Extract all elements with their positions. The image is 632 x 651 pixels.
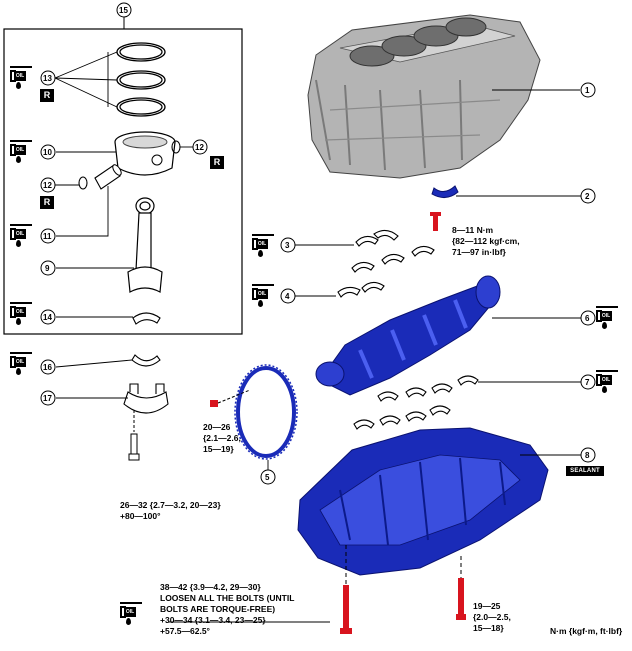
callout-4: 4 xyxy=(285,292,290,301)
oil-can-icon: OIL xyxy=(10,350,34,376)
oil-can-icon: OIL xyxy=(252,282,276,308)
torque-note-bolt-17: 26—32 {2.7—3.2, 20—23}+80—100° xyxy=(120,500,221,521)
callout-circles xyxy=(40,2,596,485)
ring-bolt xyxy=(210,389,251,407)
reluctor-ring xyxy=(234,364,298,460)
callout-11: 11 xyxy=(43,232,52,241)
snap-ring-left xyxy=(78,176,88,190)
callout-7: 7 xyxy=(585,378,590,387)
callout-3: 3 xyxy=(285,241,290,250)
replace-badge: R xyxy=(40,89,54,102)
replace-badge: R xyxy=(210,156,224,169)
piston-pin xyxy=(94,164,122,190)
torque-note-bolt-5: 20—26{2.1—2.6,15—19} xyxy=(203,422,241,454)
oil-can-icon: OIL xyxy=(10,64,34,90)
rod-cap xyxy=(123,383,169,414)
lower-block xyxy=(297,427,549,576)
crankshaft xyxy=(315,275,501,396)
callout-1: 1 xyxy=(585,86,590,95)
callout-9: 9 xyxy=(45,264,50,273)
callout-2: 2 xyxy=(585,192,590,201)
leader-lines xyxy=(54,51,582,623)
torque-note-bolt-2: 8—11 N·m{82—112 kgf·cm,71—97 in·lbf} xyxy=(452,225,520,257)
torque-note-side-bolt: 19—25{2.0—2.5,15—18} xyxy=(473,601,511,633)
oil-can-icon: OIL xyxy=(596,304,620,330)
callout-13: 13 xyxy=(43,74,52,83)
oil-can-icon: OIL xyxy=(252,232,276,258)
piston-rings xyxy=(116,42,166,117)
callout-12-left: 12 xyxy=(43,181,52,190)
oil-can-icon: OIL xyxy=(10,138,34,164)
oil-can-icon: OIL xyxy=(120,600,144,626)
callout-15: 15 xyxy=(119,6,128,15)
torque-note-main-bolt: 38—42 {3.9—4.2, 29—30}LOOSEN ALL THE BOL… xyxy=(160,582,295,636)
main-bearings-lower xyxy=(353,375,479,430)
callout-16: 16 xyxy=(43,363,52,372)
sealant-badge: SEALANT xyxy=(566,466,604,476)
callout-5: 5 xyxy=(265,473,270,482)
replace-badge: R xyxy=(40,196,54,209)
rod-bearing-upper xyxy=(132,312,161,325)
callout-12-right: 12 xyxy=(195,143,204,152)
main-bolt xyxy=(340,545,352,634)
rod-bearing-lower xyxy=(131,354,161,367)
connecting-rod xyxy=(127,197,163,293)
callout-14: 14 xyxy=(43,313,52,322)
main-bearings-middle xyxy=(337,281,385,298)
units-legend: N·m {kgf·m, ft·lbf} xyxy=(550,626,623,636)
main-bearings-upper xyxy=(351,229,435,273)
oil-can-icon: OIL xyxy=(596,368,620,394)
oil-can-icon: OIL xyxy=(10,222,34,248)
callout-10: 10 xyxy=(43,148,52,157)
oil-jet xyxy=(430,185,459,231)
oil-can-icon: OIL xyxy=(10,300,34,326)
piston xyxy=(114,131,176,176)
rod-bolt xyxy=(128,410,140,461)
callout-17: 17 xyxy=(43,394,52,403)
side-bolt xyxy=(456,556,466,620)
callout-8: 8 xyxy=(585,451,590,460)
callout-6: 6 xyxy=(585,314,590,323)
piston-group-frame xyxy=(3,28,243,335)
cylinder-block xyxy=(307,14,541,179)
